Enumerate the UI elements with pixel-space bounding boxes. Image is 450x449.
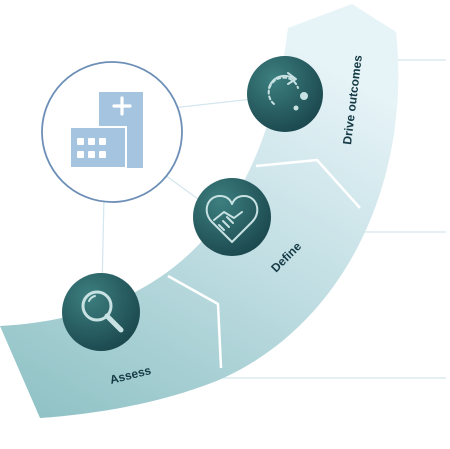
step-circle-define — [193, 178, 271, 256]
stage-dividers — [167, 158, 361, 369]
magnifier-icon — [81, 290, 124, 333]
divider-define-drive — [255, 158, 361, 209]
hospital-building-icon — [69, 92, 143, 169]
refresh-cycle-icon — [267, 72, 308, 111]
step-circle-drive-outcomes — [247, 56, 323, 132]
divider-assess-define — [167, 274, 223, 369]
connector-hub-to-drive — [171, 97, 263, 109]
hub-circle — [41, 61, 183, 203]
step-circle-assess — [62, 273, 140, 351]
handshake-heart-icon — [205, 195, 259, 243]
